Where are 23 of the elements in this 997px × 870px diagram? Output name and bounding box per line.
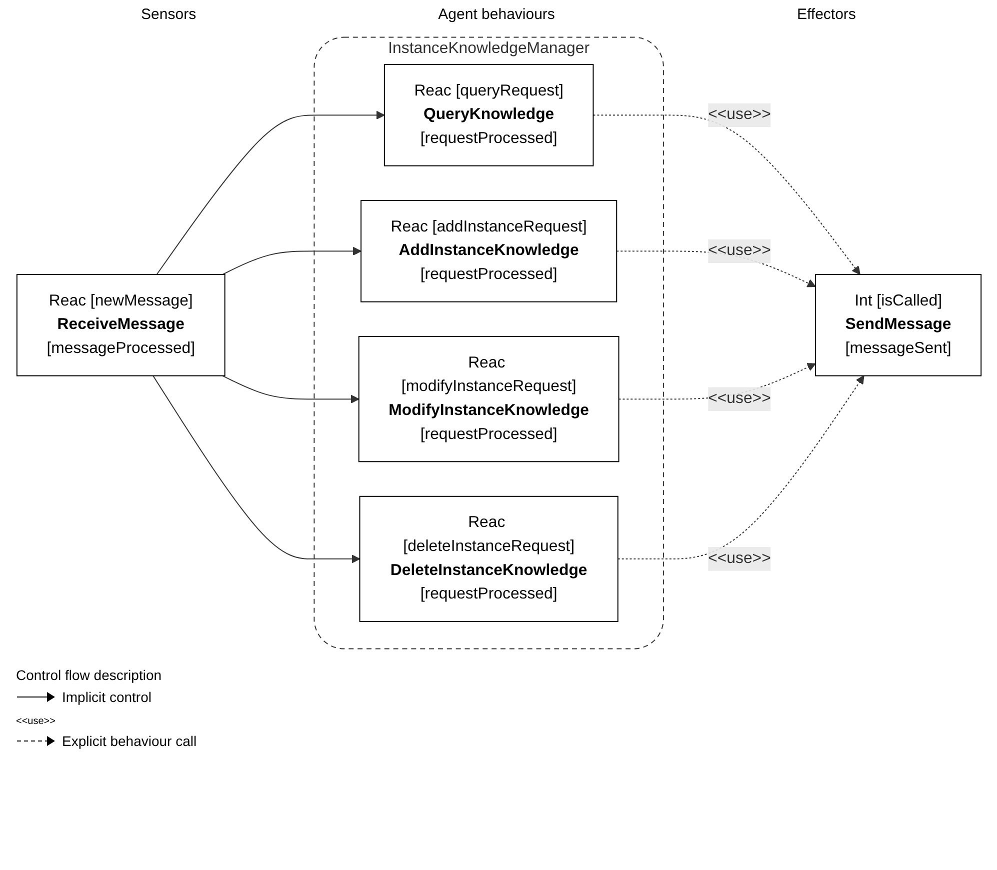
edge-label: <<use>> <box>708 106 770 124</box>
arrow <box>152 375 360 564</box>
node-box: Reac [queryRequest] QueryKnowledge [requestProcessed] <box>383 64 594 166</box>
edge-label: <<use>> <box>708 242 770 260</box>
arrow <box>616 375 864 560</box>
arrow <box>222 375 359 404</box>
edge-label: <<use>> <box>708 390 770 408</box>
arrow <box>222 246 361 275</box>
legend-text: Implicit control <box>62 689 152 705</box>
legend-text: Explicit behaviour call <box>62 733 197 749</box>
node-box: Reac [newMessage] ReceiveMessage [messageProcessed] <box>16 274 225 376</box>
node-box: Reac [modifyInstanceRequest] ModifyInstanceKnowledge [requestProcessed] <box>358 336 619 462</box>
node-box: Int [isCalled] SendMessage [messageSent] <box>814 274 982 376</box>
arrow <box>156 110 384 275</box>
legend-note: <<use>> <box>16 716 56 727</box>
edge-label: <<use>> <box>708 550 770 567</box>
legend-title: Control flow description <box>16 667 162 683</box>
node-box: Reac [addInstanceRequest] AddInstanceKnowledge [requestProcessed] <box>360 200 617 302</box>
column-heading: Sensors <box>141 6 196 23</box>
arrow <box>592 114 860 275</box>
column-heading: Effectors <box>797 6 856 23</box>
column-heading: Agent behaviours <box>438 6 555 23</box>
node-box: Reac [deleteInstanceRequest] DeleteInstanceKnowledge [requestProcessed] <box>358 496 618 622</box>
